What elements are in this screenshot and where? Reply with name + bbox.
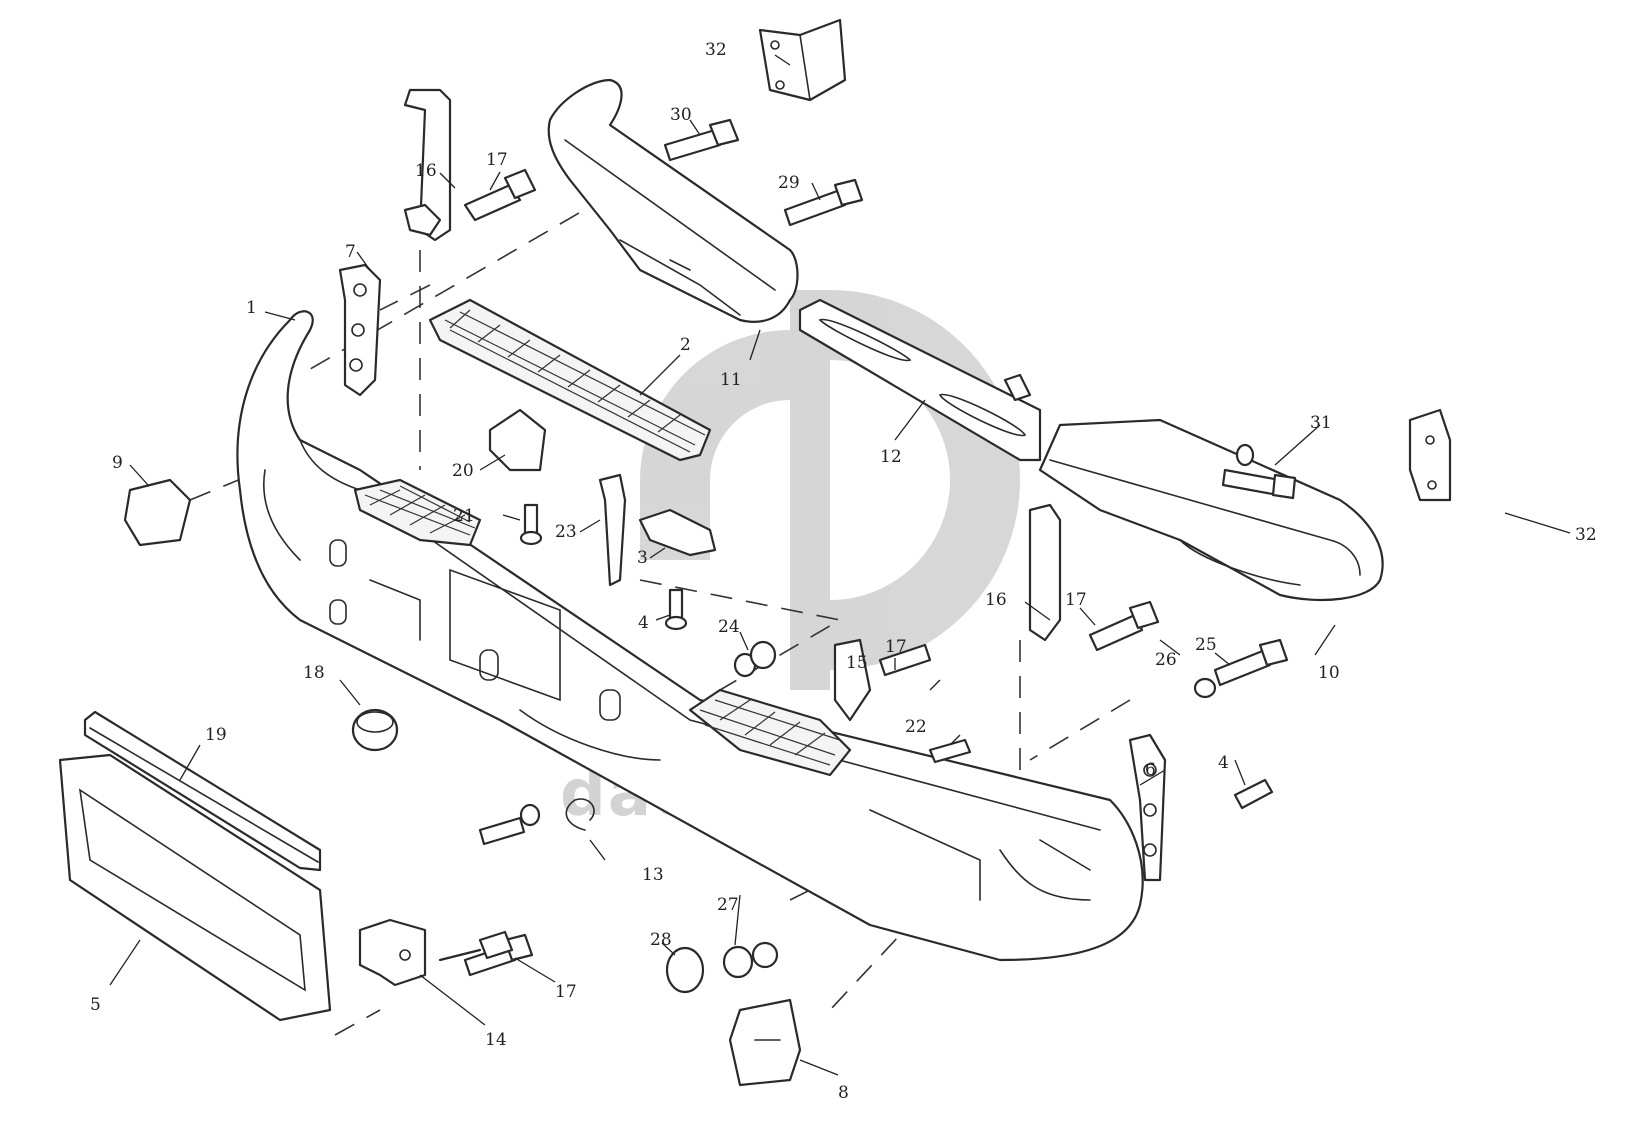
callout-22: 22 — [905, 717, 927, 737]
callout-17-top: 17 — [486, 150, 508, 170]
leader-lines — [109, 54, 1571, 1076]
bolt-mid-lower — [478, 803, 541, 846]
callout-6: 6 — [1145, 760, 1156, 780]
bracket-32-top — [758, 18, 847, 102]
handle-16-right — [1028, 503, 1062, 642]
callout-26: 26 — [1155, 650, 1177, 670]
callout-32-top: 32 — [705, 40, 727, 60]
cap-9 — [123, 478, 192, 547]
bracket-32-right — [1408, 408, 1452, 502]
callout-20: 20 — [452, 461, 474, 481]
washer-26 — [1193, 677, 1217, 699]
bolt-29 — [783, 178, 864, 227]
plate-holder — [58, 753, 332, 1022]
right-step-on-bumper — [688, 688, 852, 777]
callout-29: 29 — [778, 173, 800, 193]
callout-17-bracket: 17 — [885, 637, 907, 657]
callout-1: 1 — [246, 298, 257, 318]
bolt-30 — [663, 118, 740, 162]
bracket-20 — [488, 408, 547, 472]
callout-18: 18 — [303, 663, 325, 683]
callout-17-bottom: 17 — [555, 982, 577, 1002]
pin-23 — [598, 473, 627, 587]
cap-8 — [728, 998, 802, 1087]
nut-24 — [733, 640, 777, 678]
bolt-17-right — [1088, 600, 1160, 652]
top-guard-bar — [547, 78, 799, 323]
nut-27 — [722, 941, 779, 979]
bolt-31 — [1221, 443, 1297, 500]
bracket-3 — [638, 508, 717, 557]
callout-4-right: 4 — [1218, 753, 1229, 773]
callout-4-left: 4 — [638, 613, 649, 633]
callout-labels: 1 2 3 4 4 5 6 7 8 9 10 11 12 13 14 15 16… — [90, 40, 1597, 1103]
callout-13: 13 — [642, 865, 664, 885]
callout-21: 21 — [453, 506, 475, 526]
callout-9: 9 — [112, 453, 123, 473]
bolt-17-plate — [438, 930, 514, 962]
callout-14: 14 — [485, 1030, 507, 1050]
callout-7: 7 — [345, 242, 356, 262]
callout-31: 31 — [1310, 413, 1332, 433]
callout-16-right: 16 — [985, 590, 1007, 610]
bolt-17-top — [463, 168, 537, 222]
callout-2: 2 — [680, 335, 691, 355]
callout-24: 24 — [718, 617, 740, 637]
callout-25: 25 — [1195, 635, 1217, 655]
trim-strip — [83, 710, 322, 872]
callout-28: 28 — [650, 930, 672, 950]
callout-3: 3 — [637, 548, 648, 568]
callout-19: 19 — [205, 725, 227, 745]
bolt-17-bracket15 — [878, 643, 932, 677]
callout-30: 30 — [670, 105, 692, 125]
callout-15: 15 — [846, 653, 868, 673]
callout-23: 23 — [555, 522, 577, 542]
callout-32-right: 32 — [1575, 525, 1597, 545]
plug-28 — [665, 946, 705, 994]
callout-5: 5 — [90, 995, 101, 1015]
bolt-25 — [1213, 638, 1289, 687]
bracket-6 — [1128, 733, 1167, 882]
callout-16-left: 16 — [415, 161, 437, 181]
bolt-21 — [519, 503, 543, 546]
plug-18 — [351, 708, 399, 752]
callout-8: 8 — [838, 1083, 849, 1103]
clip-13 — [565, 798, 595, 831]
bolt-22 — [928, 738, 972, 764]
step-pad — [428, 298, 712, 462]
callout-17-right: 17 — [1065, 590, 1087, 610]
callout-12: 12 — [880, 447, 902, 467]
bracket-7 — [338, 263, 382, 397]
callout-10: 10 — [1318, 663, 1340, 683]
bracket-15 — [833, 638, 872, 722]
watermark-logo — [640, 290, 1020, 690]
handle-16-left — [403, 88, 452, 242]
left-step-on-bumper — [353, 478, 482, 547]
bolt-4-right — [1233, 778, 1274, 810]
bolt-4-left — [664, 588, 688, 631]
right-end-bumper — [1038, 418, 1384, 602]
bracket-14 — [358, 918, 427, 987]
side-bar — [798, 298, 1042, 462]
callout-11: 11 — [720, 370, 742, 390]
callout-27: 27 — [717, 895, 739, 915]
